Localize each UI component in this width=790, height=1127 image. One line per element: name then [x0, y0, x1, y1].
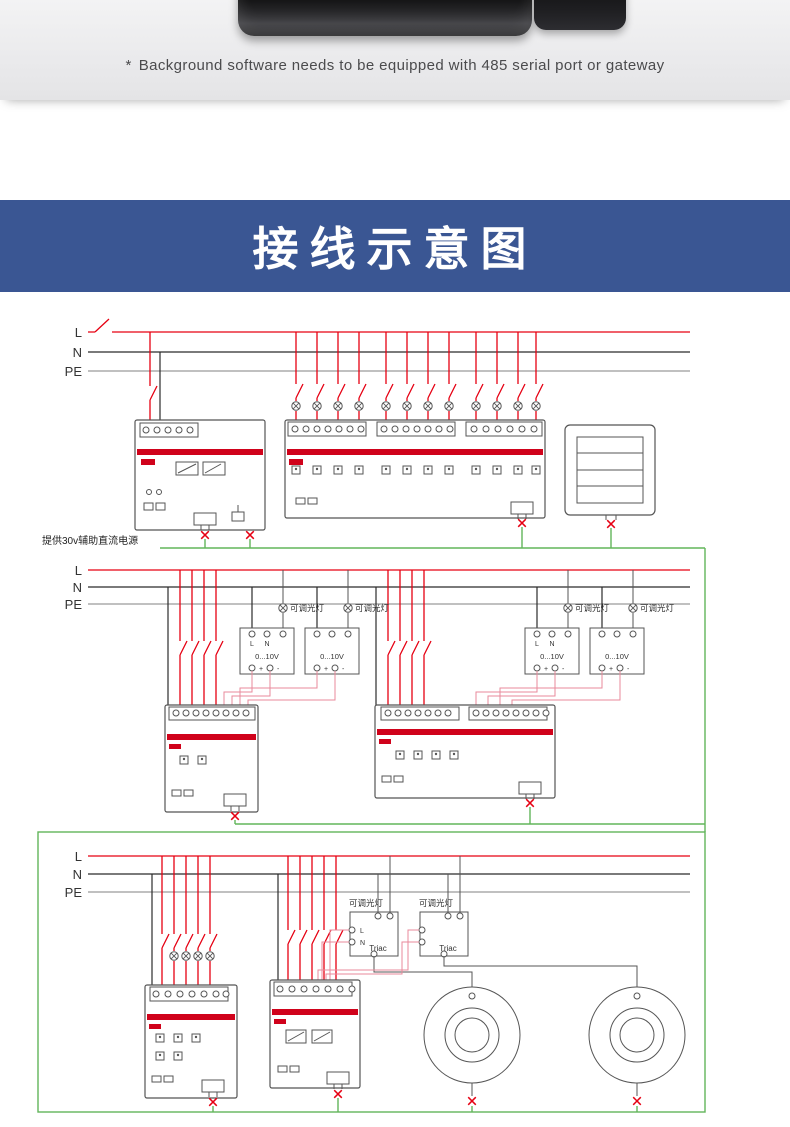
minus-label: -	[342, 666, 345, 673]
spacer	[0, 100, 790, 200]
triac-box-2: 可调光灯 Triac	[317, 856, 638, 987]
dimmable-lamp-label: 可调光灯	[355, 603, 390, 613]
dimmer-driver-box-1: L N 0...10V + -	[223, 627, 295, 705]
phase-label-l-s1: L	[75, 325, 82, 340]
compatibility-note: * Background software needs to be equippe…	[0, 57, 790, 74]
plus-label: +	[544, 666, 548, 673]
phase-label-n-s2: N	[73, 580, 82, 595]
switched-drops-s2	[167, 570, 432, 705]
mains-lines-s2: L N PE	[65, 563, 690, 612]
dimming-module-2	[374, 704, 556, 800]
page-title: 接线示意图	[252, 222, 538, 276]
downlight-2	[588, 986, 686, 1096]
bus-wiring-s1	[160, 518, 706, 832]
brand-mark	[141, 459, 155, 465]
mains-lines-s1: L N PE	[65, 318, 690, 379]
lamp-symbol	[628, 603, 638, 613]
wiring-diagram-svg: L N PE	[37, 318, 706, 1113]
triac-box-1: 可调光灯 L N Triac	[321, 856, 473, 987]
dimmable-lamps-s2: 可调光灯 可调光灯 可调光灯 可调光灯	[251, 570, 675, 631]
triac-dimmer-module-s3	[269, 979, 361, 1090]
bus-wiring-s3	[208, 1089, 642, 1112]
wiring-diagram: L N PE	[0, 292, 790, 1127]
terminal-l-label: L	[535, 641, 539, 648]
phase-label-n-s1: N	[73, 345, 82, 360]
hero-section: * Background software needs to be equippe…	[0, 0, 790, 100]
minus-label: -	[562, 666, 565, 673]
downlight-1	[423, 986, 521, 1096]
lamp-symbol	[563, 603, 573, 613]
brand-mark	[169, 744, 181, 749]
dim-signal-label: 0...10V	[320, 652, 344, 661]
minus-label: -	[627, 666, 630, 673]
supply-drops-power-module	[149, 332, 161, 423]
terminal-l-label: L	[250, 641, 254, 648]
power-supply-module	[134, 419, 266, 531]
dimmer-driver-box-4: 0...10V + -	[499, 627, 645, 705]
dimmable-lamp-label: 可调光灯	[640, 603, 675, 613]
switched-drops-s3	[151, 856, 344, 985]
lamp-symbol	[278, 603, 288, 613]
live-line-s1	[88, 318, 690, 333]
dimming-module-1	[164, 704, 259, 813]
status-led	[156, 489, 162, 495]
brand-mark	[149, 1024, 161, 1029]
switched-load-wires-s1	[291, 332, 544, 422]
dim-signal-label: 0...10V	[605, 652, 629, 661]
product-photo-left	[238, 0, 532, 36]
terminal-n-label: N	[360, 940, 365, 947]
phase-label-pe-s1: PE	[65, 364, 83, 379]
phase-label-pe-s2: PE	[65, 597, 83, 612]
terminal-l-label: L	[360, 928, 364, 935]
dim-signal-label: 0...10V	[540, 652, 564, 661]
minus-label: -	[277, 666, 280, 673]
plus-label: +	[324, 666, 328, 673]
lamp-symbol	[343, 603, 353, 613]
section-dimming-triac: L N PE	[37, 831, 706, 1113]
programming-button	[231, 505, 245, 522]
relay-module-s3	[144, 984, 238, 1099]
phase-label-l-s3: L	[75, 849, 82, 864]
aux-power-label: 提供30v辅助直流电源	[42, 534, 138, 547]
bus-wiring-s2	[230, 798, 705, 825]
asterisk-icon: *	[125, 57, 132, 74]
section-switch-actuator: L N PE	[42, 318, 706, 832]
brand-mark	[274, 1019, 286, 1024]
plus-label: +	[259, 666, 263, 673]
dimmer-driver-box-2: 0...10V + -	[239, 627, 360, 705]
status-led	[146, 489, 152, 495]
dimmable-lamp-label: 可调光灯	[419, 898, 454, 908]
triac-label: Triac	[439, 944, 456, 953]
dimmable-lamp-label: 可调光灯	[290, 603, 325, 613]
phase-label-pe-s3: PE	[65, 885, 83, 900]
terminal-n-label: N	[264, 641, 269, 648]
mains-lines-s3: L N PE	[65, 849, 690, 900]
relay-actuator-module	[284, 419, 546, 520]
dimmable-lamp-label: 可调光灯	[575, 603, 610, 613]
bus-loop	[37, 831, 706, 1113]
note-text: Background software needs to be equipped…	[138, 57, 665, 74]
wall-control-panel	[564, 424, 656, 520]
brand-mark	[379, 739, 391, 744]
dimmable-lamp-label: 可调光灯	[349, 898, 384, 908]
phase-label-n-s3: N	[73, 867, 82, 882]
product-photo-right	[534, 0, 626, 30]
section-dimming-0-10v: L N PE	[65, 563, 705, 825]
terminal-n-label: N	[549, 641, 554, 648]
plus-label: +	[609, 666, 613, 673]
dimmer-driver-box-3: L N 0...10V + -	[475, 627, 580, 705]
phase-label-l-s2: L	[75, 563, 82, 578]
triac-label: Triac	[369, 944, 386, 953]
dim-signal-label: 0...10V	[255, 652, 279, 661]
title-banner: 接线示意图	[0, 200, 790, 292]
brand-mark	[289, 459, 303, 465]
